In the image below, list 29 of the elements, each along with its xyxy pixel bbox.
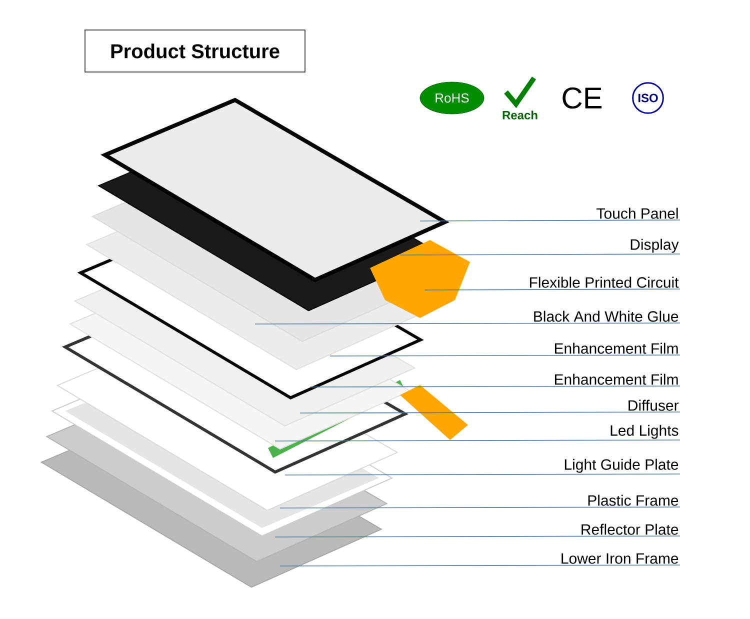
part-label: Diffuser: [628, 400, 679, 411]
title-box: Product Structure: [84, 30, 306, 72]
part-label: Led Lights: [610, 424, 678, 439]
part-label: Black And White Glue: [534, 310, 678, 322]
leader-line: [300, 412, 680, 414]
badge-label: Reach: [502, 110, 538, 120]
part-label: Light Guide Plate: [564, 458, 678, 473]
leader-line: [280, 506, 680, 508]
badge-label: CE: [562, 87, 602, 109]
part-label: Display: [630, 238, 679, 253]
leader-line: [280, 564, 680, 566]
part-label: Lower Iron Frame: [562, 553, 678, 564]
part-label: Reflector Plate: [582, 524, 678, 535]
badge-label: ISO: [632, 82, 664, 114]
part-label: Enhancement Film: [554, 374, 678, 385]
leader-line: [420, 220, 680, 222]
leader-line: [274, 536, 680, 538]
part-label: Flexible Printed Circuit: [530, 276, 679, 288]
leader-line: [400, 254, 680, 256]
leader-line: [424, 288, 680, 290]
leader-line: [254, 322, 680, 324]
badge-label: RoHS: [436, 93, 469, 103]
leader-line: [310, 386, 680, 388]
part-label: Touch Panel: [596, 208, 678, 219]
leader-line: [274, 440, 680, 442]
leader-line: [284, 474, 680, 476]
leader-line: [330, 354, 680, 356]
part-label: Enhancement Film: [554, 342, 678, 354]
part-label: Plastic Frame: [588, 494, 678, 506]
